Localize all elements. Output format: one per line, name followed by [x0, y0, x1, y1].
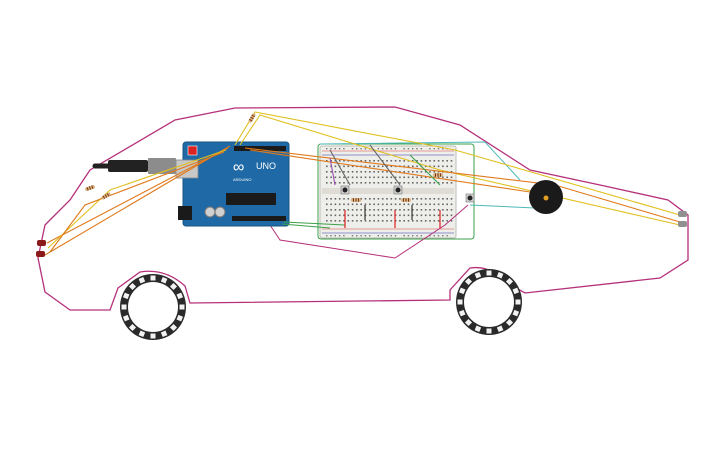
neopixel-led: [176, 292, 184, 300]
capacitor: [204, 206, 216, 218]
neopixel-led: [160, 330, 168, 338]
pushbutton[interactable]: [393, 185, 403, 195]
neopixel-led: [464, 277, 473, 286]
neopixel-led: [138, 330, 146, 338]
wire-green-frame: [317, 143, 475, 240]
digital-header: [234, 146, 286, 151]
neopixel-led: [496, 271, 504, 279]
red-led[interactable]: [36, 251, 45, 257]
front-wheel-neopixel-ring[interactable]: [456, 269, 522, 335]
resistor: [401, 198, 411, 202]
neopixel-led: [515, 299, 521, 305]
resistor: [433, 173, 443, 177]
neopixel-led: [474, 271, 482, 279]
resistor: [85, 185, 95, 191]
neopixel-led: [512, 287, 520, 295]
pushbutton[interactable]: [465, 193, 475, 203]
pushbuttons[interactable]: [340, 185, 475, 203]
neopixel-led: [458, 287, 466, 295]
board-model-label: UNO: [256, 161, 276, 171]
neopixel-led: [169, 323, 178, 332]
resistor: [101, 192, 111, 200]
neopixel-led: [486, 328, 492, 334]
microcontroller-chip: [226, 193, 276, 205]
analog-header: [232, 216, 286, 221]
neopixel-led: [122, 314, 130, 322]
neopixel-led: [474, 325, 482, 333]
neopixel-led: [150, 333, 156, 339]
board-brand-label: ARDUINO: [233, 177, 251, 182]
gray-led[interactable]: [678, 211, 687, 217]
rear-wheel-neopixel-ring[interactable]: [120, 274, 186, 340]
resistors: [85, 113, 443, 202]
gray-led[interactable]: [678, 221, 687, 227]
neopixel-led: [150, 275, 156, 281]
neopixel-led: [160, 276, 168, 284]
red-led[interactable]: [37, 240, 46, 246]
neopixel-led: [458, 309, 466, 317]
neopixel-led: [122, 292, 130, 300]
power-jack: [178, 206, 192, 220]
reset-button: [187, 145, 198, 156]
capacitor: [214, 206, 226, 218]
neopixel-led: [464, 318, 473, 327]
neopixel-led: [505, 277, 514, 286]
neopixel-led: [457, 299, 463, 305]
breadboard-jumpers: [344, 205, 441, 228]
arduino-uno-board[interactable]: ∞ UNO ARDUINO: [175, 141, 290, 227]
neopixel-led: [169, 282, 178, 291]
wire-magenta: [267, 204, 469, 259]
arduino-logo: ∞: [233, 159, 244, 176]
neopixel-led: [505, 318, 514, 327]
piezo-buzzer[interactable]: [529, 180, 563, 214]
neopixel-led: [128, 282, 137, 291]
neopixel-led: [128, 323, 137, 332]
neopixel-led: [496, 325, 504, 333]
wire-teal: [319, 141, 521, 181]
neopixel-led: [176, 314, 184, 322]
wire-teal-2: [469, 204, 536, 209]
neopixel-led: [138, 276, 146, 284]
pushbutton[interactable]: [340, 185, 350, 195]
resistor: [351, 198, 361, 202]
front-leds[interactable]: [678, 211, 687, 227]
rear-leds[interactable]: [36, 240, 46, 257]
neopixel-led: [486, 270, 492, 276]
car-body-outline: [37, 106, 689, 311]
neopixel-led: [512, 309, 520, 317]
neopixel-led: [121, 304, 127, 310]
resistor: [248, 113, 256, 123]
neopixel-led: [179, 304, 185, 310]
